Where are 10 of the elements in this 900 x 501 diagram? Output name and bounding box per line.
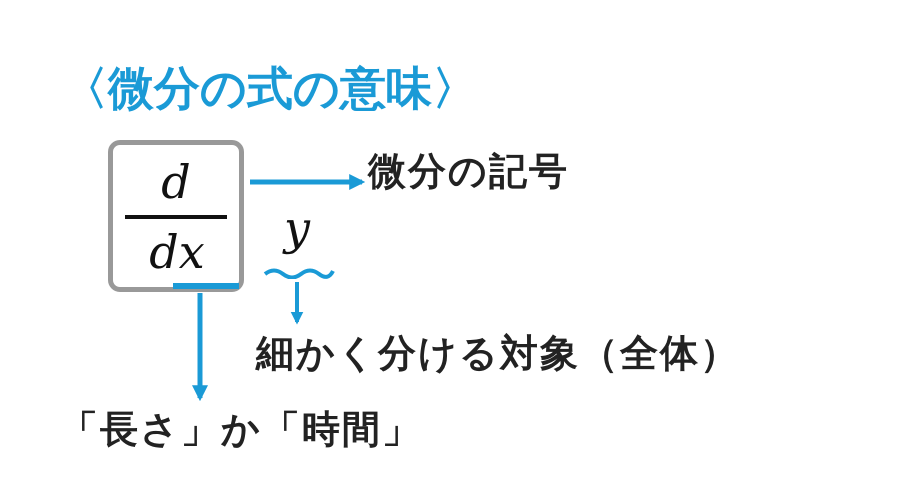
arrow bbox=[192, 293, 208, 402]
math-symbol: dx bbox=[148, 229, 206, 275]
arrow bbox=[250, 174, 366, 190]
title: 〈微分の式の意味〉 bbox=[62, 60, 478, 117]
math-symbol: d bbox=[160, 159, 192, 205]
annotation-text: 「長さ」か「時間」 bbox=[60, 404, 422, 455]
annotation-text: 微分の記号 bbox=[368, 146, 569, 197]
arrow bbox=[290, 282, 304, 325]
annotation-text: 細かく分ける対象（全体） bbox=[256, 328, 740, 379]
formula-box bbox=[108, 140, 244, 292]
